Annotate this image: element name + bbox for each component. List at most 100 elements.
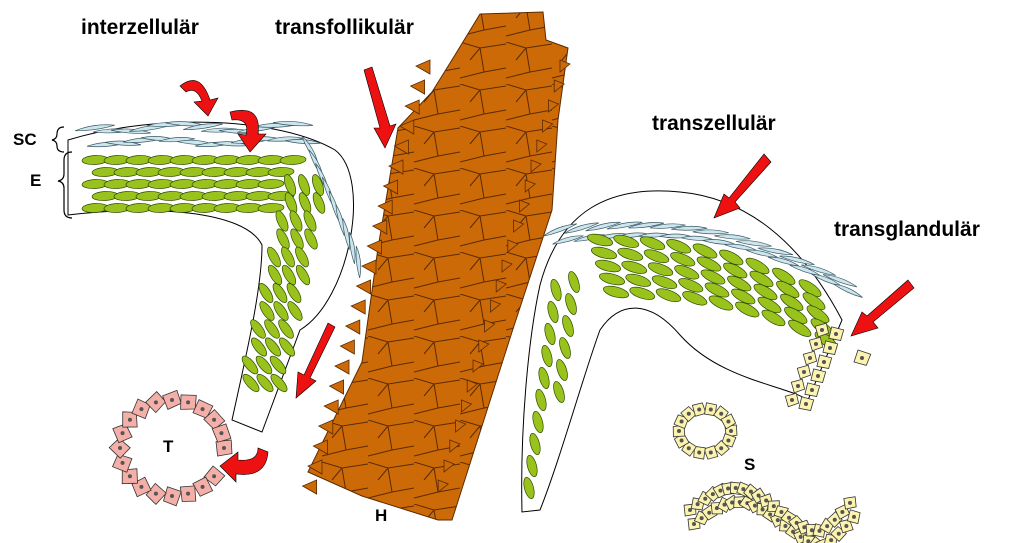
red-arrow-icon (364, 67, 396, 148)
tissue-cell-nucleus (118, 446, 122, 450)
tissue-cell-nucleus (139, 407, 143, 411)
gland-cell-nucleus (700, 516, 704, 520)
gland-cell-nucleus (697, 408, 701, 412)
label-t: T (163, 437, 173, 457)
gland-cell-nucleus (796, 384, 800, 388)
label-sc: SC (13, 130, 37, 150)
gland-cell-nucleus (703, 497, 707, 501)
tissue-cell-nucleus (212, 418, 216, 422)
hair-scale (411, 80, 425, 94)
label-s: S (744, 455, 755, 475)
gland-cell-nucleus (822, 360, 826, 364)
gland-cell-nucleus (814, 342, 818, 346)
hair-scale (319, 420, 333, 434)
gland-cell-nucleus (820, 328, 824, 332)
gland-cell-nucleus (790, 398, 794, 402)
gland-cell-nucleus (687, 446, 691, 450)
left-skin-section (68, 120, 362, 432)
gland-cell-nucleus (711, 492, 715, 496)
label-transzellular: transzellulär (652, 112, 776, 136)
tissue-cell-nucleus (219, 431, 223, 435)
hair-scale (373, 220, 387, 234)
tissue-cell-nucleus (212, 474, 216, 478)
label-e: E (30, 171, 41, 191)
hair-scale (405, 100, 419, 114)
tissue-cell-nucleus (128, 474, 132, 478)
gland-cell-nucleus (719, 446, 723, 450)
gland-cell-nucleus (749, 490, 753, 494)
gland-cell-nucleus (687, 412, 691, 416)
gland-cell-nucleus (802, 370, 806, 374)
hair-scale (330, 380, 344, 394)
gland-cell-nucleus (779, 510, 783, 514)
gland-cell-nucleus (799, 535, 803, 539)
gland-cell-nucleus (677, 429, 681, 433)
tissue-cell-nucleus (186, 400, 190, 404)
tissue-cell-nucleus (128, 418, 132, 422)
gland-cell-nucleus (837, 532, 841, 536)
gland-cell-nucleus (709, 450, 713, 454)
label-transglandular: transglandulär (834, 218, 980, 242)
hair-scale (357, 280, 371, 294)
gland-cell-nucleus (696, 502, 700, 506)
gland-cell-nucleus (680, 419, 684, 423)
red-arrow-icon (296, 323, 335, 398)
label-h: H (375, 506, 387, 526)
red-curved-arrow-icon (180, 80, 218, 116)
gland-cell-nucleus (729, 429, 733, 433)
tissue-cell-nucleus (121, 431, 125, 435)
gland-cell-nucleus (718, 489, 722, 493)
gland-cell-nucleus (768, 512, 772, 516)
sc-brace (52, 127, 64, 152)
gland-cell-nucleus (804, 402, 808, 406)
tissue-cell-nucleus (201, 407, 205, 411)
tissue-cell-nucleus (121, 461, 125, 465)
hair-scale (303, 480, 317, 494)
gland-cell-nucleus (816, 374, 820, 378)
gland-cell-nucleus (848, 501, 852, 505)
gland-cell-nucleus (680, 439, 684, 443)
hair-scale (335, 360, 349, 374)
gland-cell-nucleus (844, 524, 848, 528)
tissue-cell-nucleus (170, 494, 174, 498)
label-interzellular: interzellulär (81, 16, 199, 40)
gland-cell-nucleus (787, 516, 791, 520)
gland-cell-nucleus (783, 524, 787, 528)
tissue-cell-nucleus (139, 485, 143, 489)
hair-scale (340, 340, 354, 354)
gland-cell-nucleus (719, 412, 723, 416)
hair-scale (346, 320, 360, 334)
gland-cell-nucleus (734, 486, 738, 490)
tissue-cell-nucleus (154, 400, 158, 404)
gland-cell-nucleus (802, 525, 806, 529)
tissue-cell-nucleus (201, 485, 205, 489)
gland-cell-nucleus (697, 450, 701, 454)
gland-cell-nucleus (860, 356, 864, 360)
tissue-cell-nucleus (186, 492, 190, 496)
gland-cell-nucleus (834, 332, 838, 336)
gland-cell-nucleus (808, 356, 812, 360)
gland-cell-nucleus (707, 511, 711, 515)
gland-cell-nucleus (761, 508, 765, 512)
gland-cell-nucleus (776, 518, 780, 522)
red-arrow-icon (851, 280, 914, 336)
gland-cell-nucleus (833, 518, 837, 522)
gland-cell-nucleus (791, 530, 795, 534)
red-arrow-icon (714, 154, 771, 218)
hair-scale (362, 260, 376, 274)
tissue-cell-nucleus (154, 492, 158, 496)
gland-cell-nucleus (810, 388, 814, 392)
gland-cell-nucleus (828, 346, 832, 350)
sc-flake (355, 246, 362, 278)
gland-cell-nucleus (810, 528, 814, 532)
sweat-gland-ring-cells (673, 403, 737, 460)
right-skin-section (522, 191, 871, 512)
gland-cell-nucleus (709, 408, 713, 412)
gland-cell-nucleus (818, 529, 822, 533)
tissue-cell-nucleus (170, 398, 174, 402)
gland-cell-nucleus (772, 504, 776, 508)
gland-cell-nucleus (840, 510, 844, 514)
gland-cell-nucleus (825, 524, 829, 528)
gland-cell-nucleus (726, 419, 730, 423)
